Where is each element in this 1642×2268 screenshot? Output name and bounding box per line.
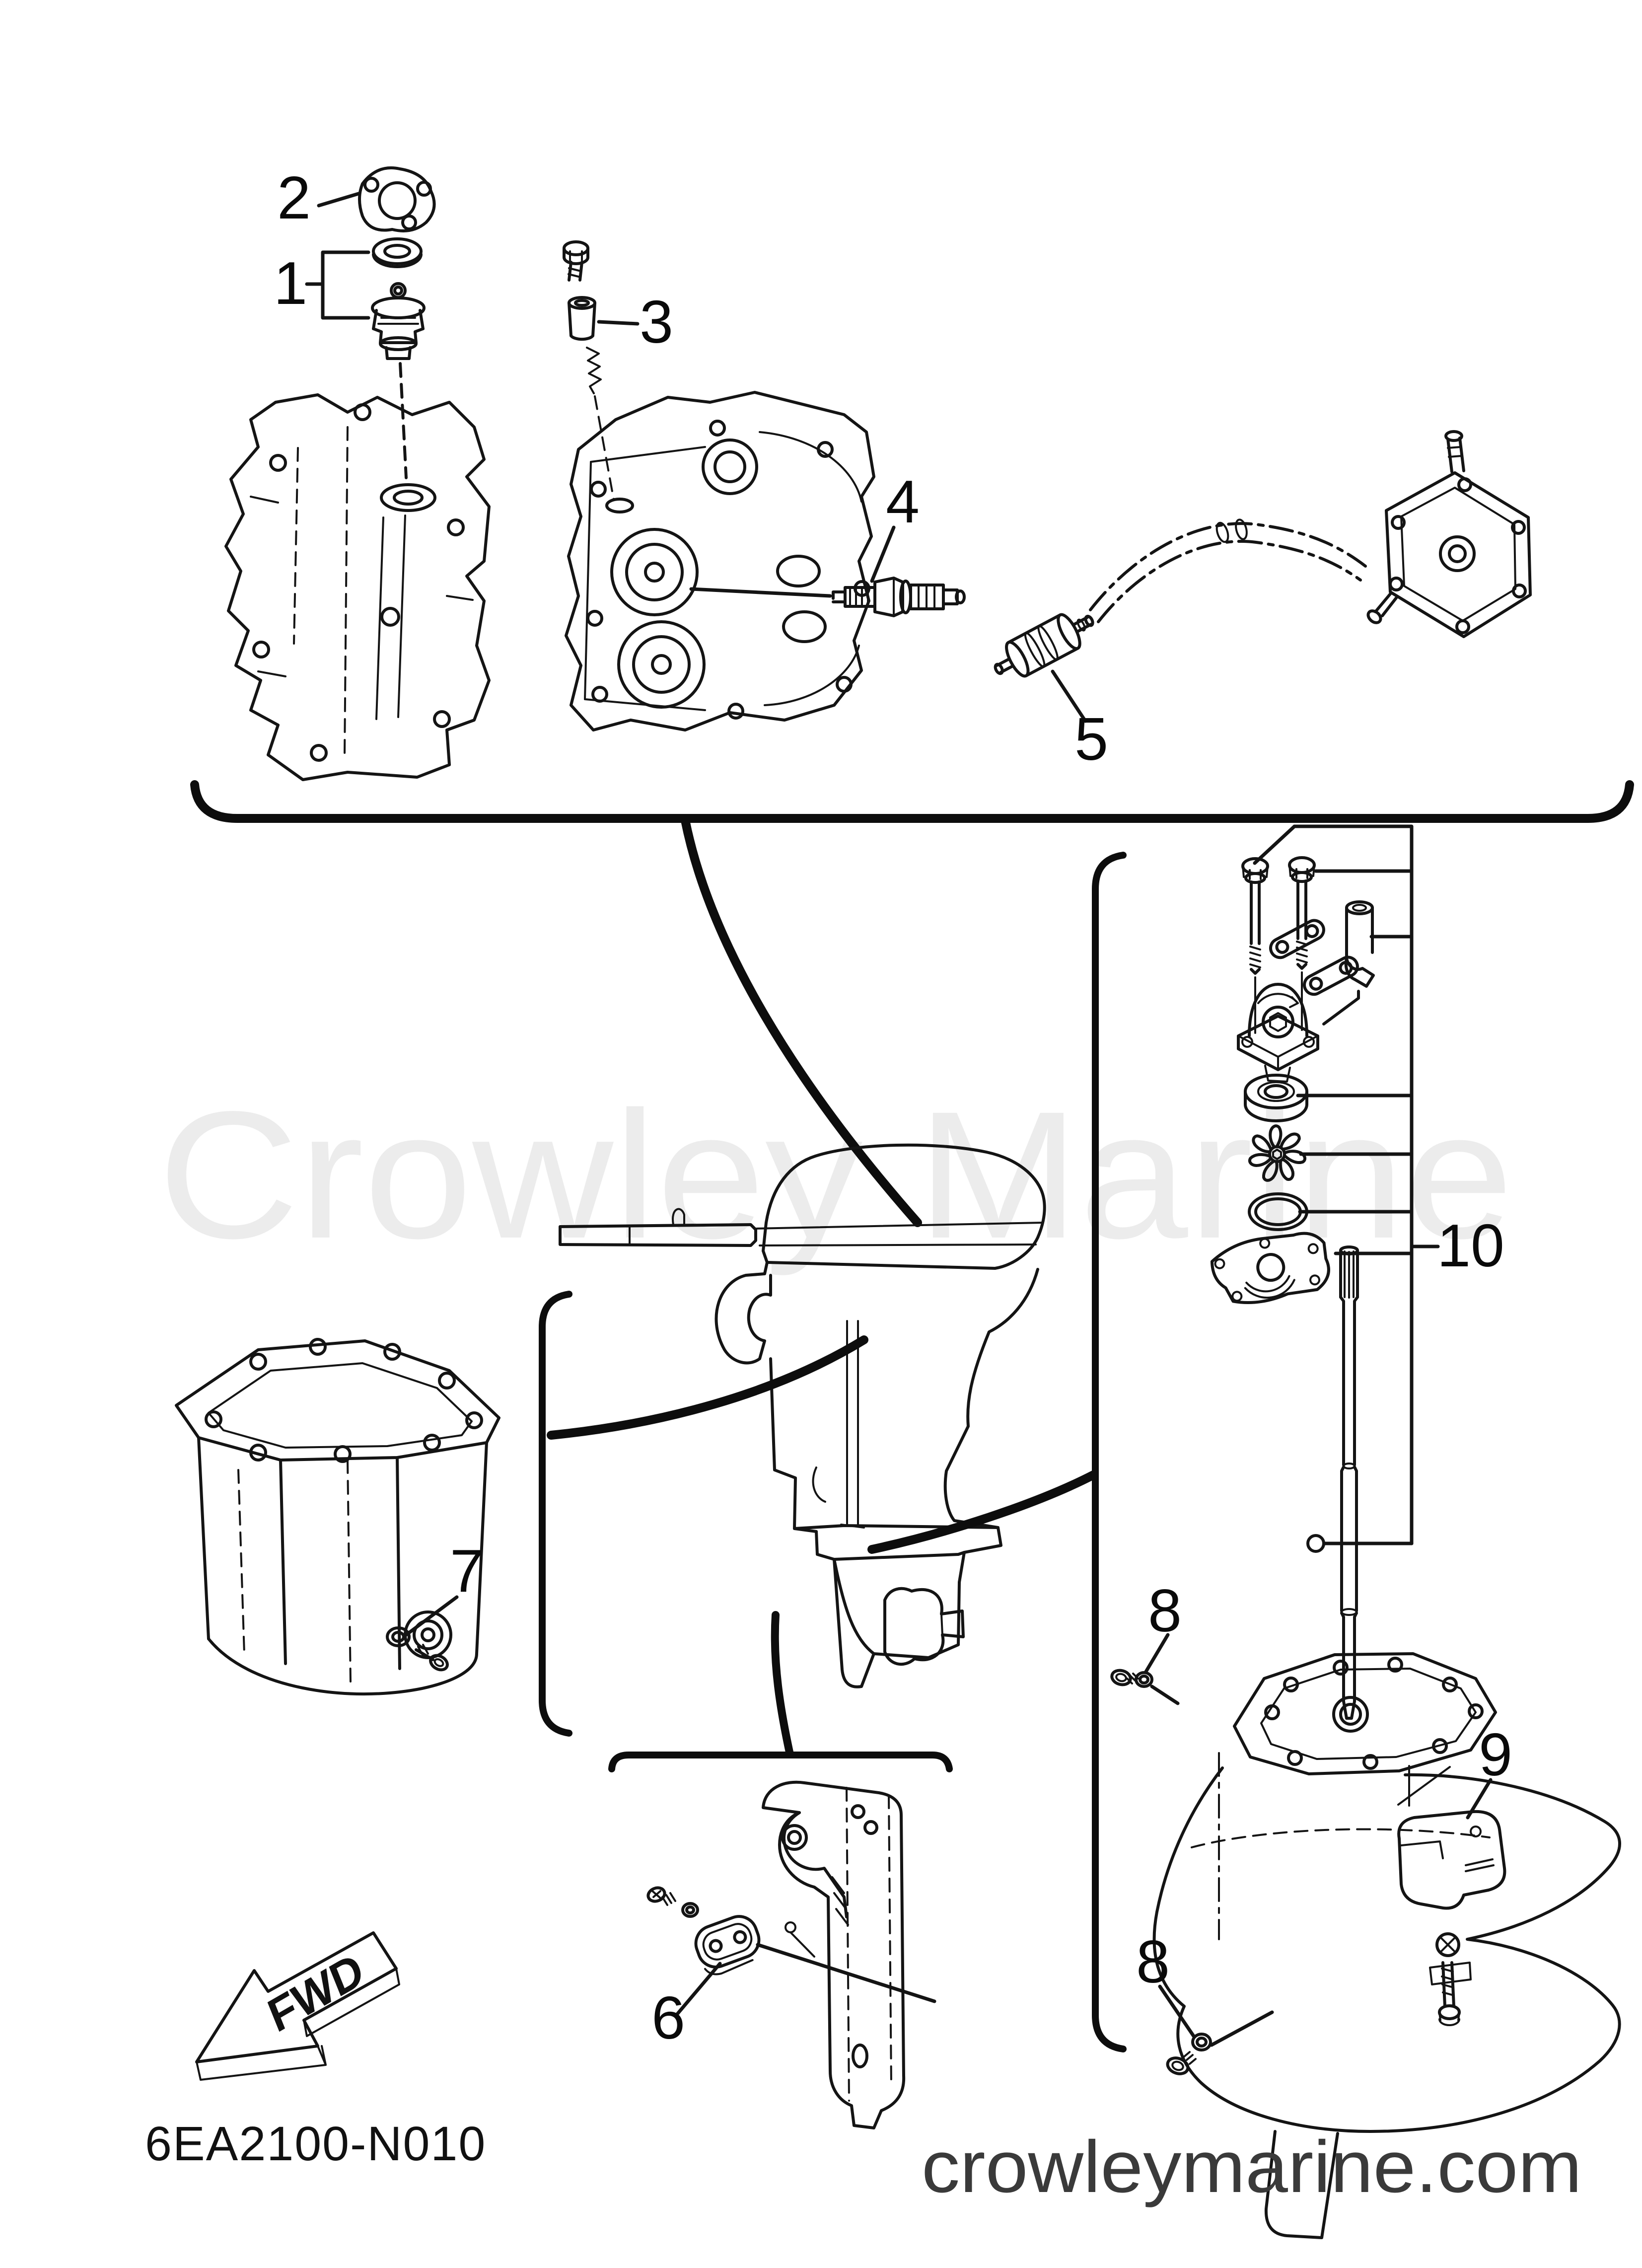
fuel-hose bbox=[1089, 518, 1367, 623]
callout-5-label: 5 bbox=[1074, 705, 1108, 773]
callout-4-label: 4 bbox=[886, 468, 920, 535]
callout-9-label: 9 bbox=[1479, 1721, 1512, 1788]
diagram-code: 6EA2100-N010 bbox=[145, 2117, 486, 2171]
bolt-washer-upper bbox=[1110, 1669, 1180, 1705]
kit-link-plate-1 bbox=[1269, 919, 1325, 959]
lower-unit-anode bbox=[1397, 1810, 1506, 2026]
callout-8-lower-label: 8 bbox=[1136, 1928, 1170, 1995]
thermostat-cover-gasket bbox=[358, 166, 436, 232]
kit-spacer-washer bbox=[1244, 1074, 1308, 1122]
bracket-bottom-section bbox=[608, 1752, 953, 1772]
callout-3-label: 3 bbox=[640, 288, 673, 356]
oil-pan-housing-drawing bbox=[175, 1338, 500, 1696]
pointer-curve-right bbox=[867, 1470, 1098, 1554]
kit-driveshaft bbox=[1306, 1245, 1359, 1720]
clamp-bracket-anode bbox=[646, 1886, 761, 1975]
kit-pump-housing bbox=[1237, 983, 1319, 1083]
kit-gasket-plate bbox=[1210, 1232, 1330, 1304]
cylinder-head-drawing bbox=[565, 391, 875, 732]
pointer-curve-left bbox=[547, 1335, 868, 1440]
lower-unit-gearcase bbox=[1152, 1652, 1621, 2239]
fuel-pump bbox=[1366, 430, 1532, 638]
thermostat-assembly bbox=[371, 237, 426, 479]
pointer-stem-bottom bbox=[771, 1611, 793, 1756]
spark-plug bbox=[689, 577, 966, 617]
fuel-filter bbox=[994, 613, 1094, 678]
callout-8-upper-label: 8 bbox=[1148, 1577, 1182, 1644]
kit-impeller bbox=[1248, 1124, 1307, 1182]
cylinder-head-anode-parts bbox=[563, 240, 615, 501]
top-section-brace bbox=[190, 780, 1634, 823]
bolt-washer-lower bbox=[1166, 2010, 1274, 2075]
clamp-bracket-drawing bbox=[762, 1780, 906, 2129]
kit-bracket-lines bbox=[1253, 824, 1440, 1545]
callout-6-label: 6 bbox=[651, 1984, 685, 2051]
callout-1-label: 1 bbox=[274, 249, 307, 317]
site-url-text: crowleymarine.com bbox=[922, 2126, 1582, 2208]
kit-grease-tube bbox=[1322, 900, 1375, 1025]
bracket-left-section bbox=[539, 1291, 572, 1737]
pointer-curve-top bbox=[681, 816, 922, 1227]
water-pump-kit bbox=[1210, 824, 1440, 1720]
callout-leaders bbox=[305, 192, 1493, 2038]
kit-o-ring bbox=[1248, 1192, 1308, 1231]
cylinder-block-drawing bbox=[224, 393, 491, 781]
kit-bolt-1 bbox=[1241, 857, 1269, 975]
callout-10-label: 10 bbox=[1437, 1212, 1504, 1279]
bracket-right-section bbox=[1092, 852, 1127, 2052]
callout-7-label: 7 bbox=[450, 1537, 484, 1605]
callout-2-label: 2 bbox=[277, 164, 311, 231]
